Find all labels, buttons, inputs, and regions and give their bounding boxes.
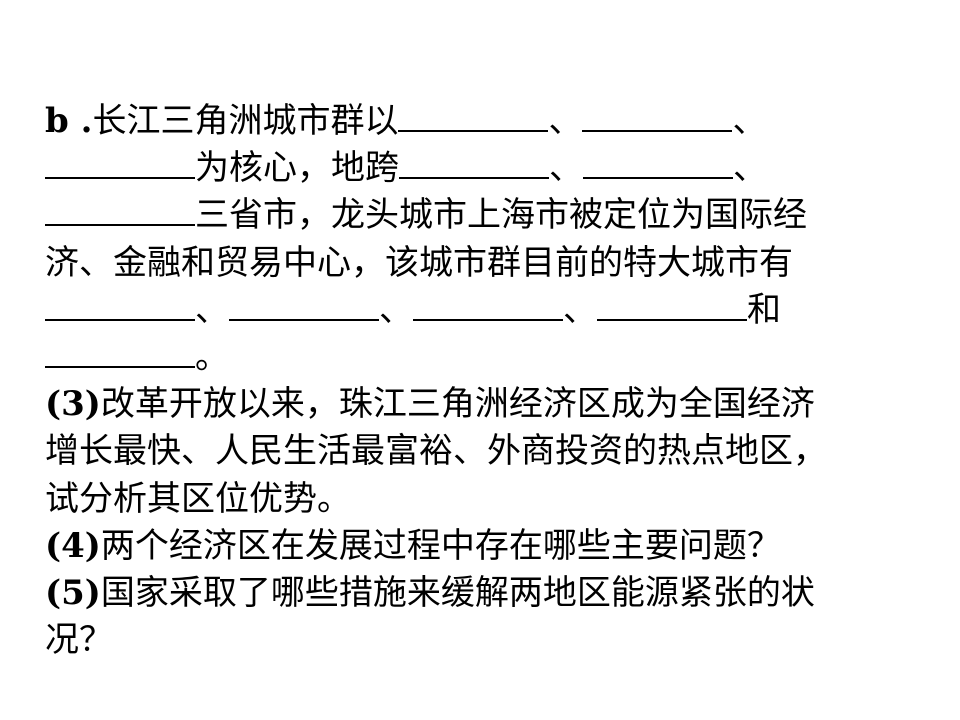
text-segment: 济、金融和贸易中心，该城市群目前的特大城市有 — [45, 242, 793, 283]
text-segment: 、 — [195, 289, 229, 330]
answer-blank[interactable] — [597, 318, 747, 321]
text-segment: 改革开放以来，珠江三角洲经济区成为全国经济 — [100, 384, 815, 425]
line-b-intro: b .长江三角洲城市群以 、 、 — [45, 98, 925, 145]
text-segment: 增长最快、人民生活最富裕、外商投资的热点地区， — [45, 431, 827, 472]
text-segment: 、 — [563, 289, 597, 330]
text-segment: 和 — [747, 289, 781, 330]
answer-blank[interactable] — [229, 318, 379, 321]
text-segment: 、 — [732, 101, 767, 141]
line-provinces: 三省市，龙头城市上海市被定位为国际经 — [45, 192, 925, 239]
line-cities-end: 。 — [45, 334, 925, 381]
answer-blank[interactable] — [582, 129, 733, 132]
answer-blank[interactable] — [45, 365, 195, 368]
text-segment: 、 — [548, 101, 583, 141]
line-core: 为核心，地跨 、 、 — [45, 145, 925, 192]
text-segment: 。 — [195, 336, 229, 377]
question-3: (3)改革开放以来，珠江三角洲经济区成为全国经济 — [45, 381, 925, 428]
question-text: b .长江三角洲城市群以、、 为核心，地跨、、 三省市，龙头城市上海市被定位为国… — [45, 98, 925, 664]
text-segment: 况？ — [45, 620, 113, 661]
line-cities-intro: 济、金融和贸易中心，该城市群目前的特大城市有 — [45, 240, 925, 287]
text-segment: 、 — [733, 148, 767, 189]
answer-blank[interactable] — [45, 223, 195, 227]
text-segment: 为核心，地跨 — [195, 148, 399, 189]
text-segment: 三省市，龙头城市上海市被定位为国际经 — [195, 195, 807, 236]
text-segment: 两个经济区在发展过程中存在哪些主要问题？ — [100, 525, 781, 566]
item-label-b: b . — [45, 101, 93, 141]
question-number-3: (3) — [45, 384, 101, 425]
text-segment: 、 — [379, 289, 413, 330]
question-3-end: 试分析其区位优势。 — [45, 476, 925, 523]
question-5: (5)国家采取了哪些措施来缓解两地区能源紧张的状 — [45, 570, 925, 617]
answer-blank[interactable] — [45, 176, 195, 180]
question-5-end: 况？ — [45, 617, 925, 664]
answer-blank[interactable] — [583, 176, 733, 180]
answer-blank[interactable] — [398, 129, 549, 132]
text-segment: 、 — [549, 148, 583, 189]
answer-blank[interactable] — [45, 318, 195, 321]
text-segment: 试分析其区位优势。 — [45, 478, 351, 519]
question-3-cont: 增长最快、人民生活最富裕、外商投资的热点地区， — [45, 428, 925, 475]
answer-blank[interactable] — [399, 176, 549, 180]
text-segment: 长江三角洲城市群以 — [92, 101, 399, 141]
question-number-5: (5) — [45, 572, 101, 613]
answer-blank[interactable] — [413, 318, 563, 321]
text-segment: 国家采取了哪些措施来缓解两地区能源紧张的状 — [100, 572, 815, 613]
line-cities: 、 、 、 和 — [45, 287, 925, 334]
question-4: (4)两个经济区在发展过程中存在哪些主要问题？ — [45, 523, 925, 570]
question-number-4: (4) — [45, 525, 101, 566]
